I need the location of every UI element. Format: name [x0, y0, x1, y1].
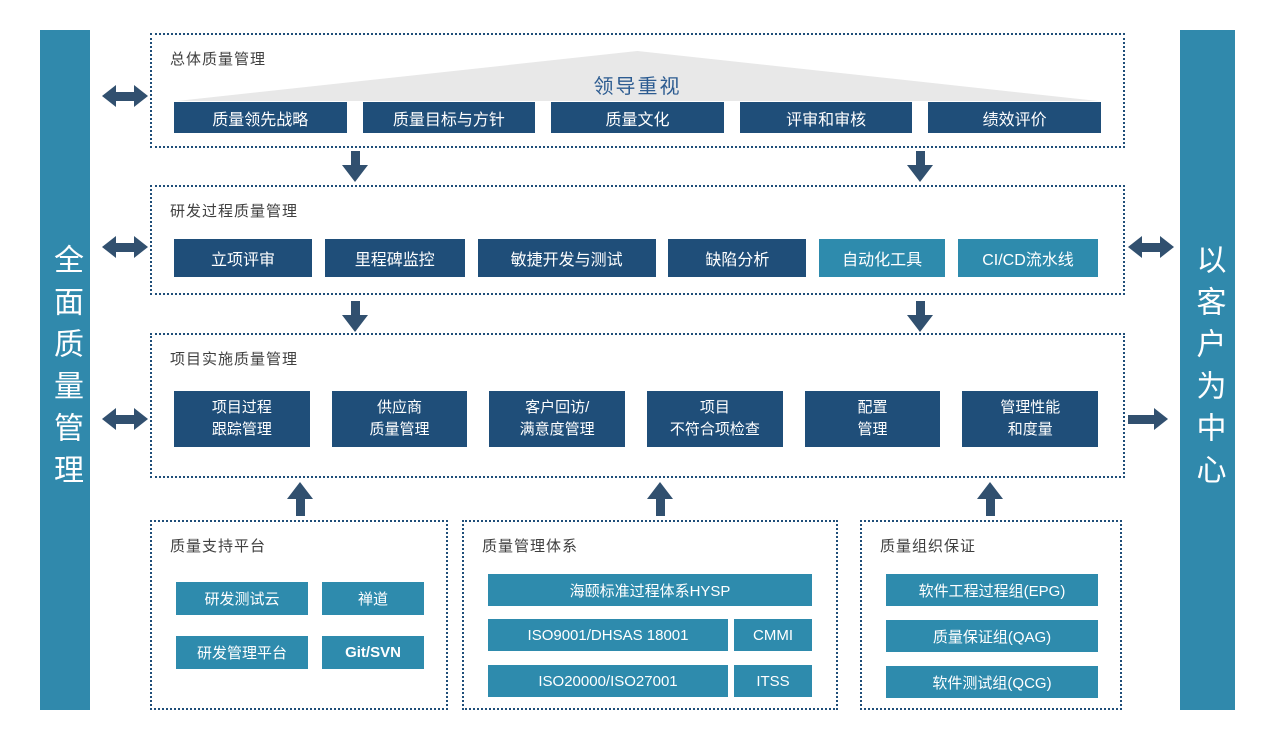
chip-quality-goals-policy: 质量目标与方针	[362, 102, 536, 133]
chip-cmmi: CMMI	[734, 619, 812, 651]
rd-buttons-row: 立项评审 里程碑监控 敏捷开发与测试 缺陷分析 自动化工具 CI/CD流水线	[174, 239, 1098, 277]
left-bar-label: 全面质量管理	[49, 244, 82, 496]
chip-quality-culture: 质量文化	[551, 102, 724, 133]
system-row-3: ISO20000/ISO27001 ITSS	[488, 665, 812, 697]
chip-review-audit: 评审和审核	[739, 102, 913, 133]
chip-configuration-management: 配置 管理	[804, 391, 941, 447]
chip-customer-visit-satisfaction: 客户回访/ 满意度管理	[489, 391, 626, 447]
arrow-right-icon	[1128, 408, 1168, 430]
chip-milestone-monitoring: 里程碑监控	[324, 239, 465, 277]
chip-iso20000-iso27001: ISO20000/ISO27001	[488, 665, 728, 697]
box-quality-support-platform: 质量支持平台 研发测试云 禅道 研发管理平台 Git/SVN	[150, 520, 448, 710]
chip-git-svn: Git/SVN	[322, 636, 424, 669]
arrow-up-icon	[287, 482, 313, 516]
arrow-left-right-icon	[102, 236, 148, 258]
chip-hysp-standard-process: 海颐标准过程体系HYSP	[488, 574, 812, 606]
chip-epg-group: 软件工程过程组(EPG)	[886, 574, 1098, 606]
box-quality-org-assurance: 质量组织保证 软件工程过程组(EPG) 质量保证组(QAG) 软件测试组(QCG…	[860, 520, 1122, 710]
chip-rd-management-platform: 研发管理平台	[176, 636, 308, 669]
arrow-down-icon	[907, 151, 933, 182]
arrow-left-right-icon	[102, 85, 148, 107]
right-bar-customer-centric: 以客户为中心	[1180, 30, 1235, 710]
section-overall-quality: 总体质量管理 领导重视 质量领先战略 质量目标与方针 质量文化 评审和审核 绩效…	[150, 33, 1125, 148]
right-bar-label: 以客户为中心	[1191, 244, 1225, 496]
chip-itss: ITSS	[734, 665, 812, 697]
overall-buttons-row: 质量领先战略 质量目标与方针 质量文化 评审和审核 绩效评价	[174, 102, 1101, 133]
arrow-down-icon	[907, 301, 933, 332]
chip-qag-group: 质量保证组(QAG)	[886, 620, 1098, 652]
chip-project-approval-review: 立项评审	[174, 239, 312, 277]
chip-quality-leading-strategy: 质量领先战略	[174, 102, 347, 133]
chip-performance-measurement: 管理性能 和度量	[962, 391, 1099, 447]
section-project-impl-quality: 项目实施质量管理 项目过程 跟踪管理 供应商 质量管理 客户回访/ 满意度管理 …	[150, 333, 1125, 478]
chip-nonconformance-check: 项目 不符合项检查	[647, 391, 783, 447]
section-title: 质量支持平台	[170, 538, 267, 555]
section-title: 项目实施质量管理	[170, 351, 299, 368]
chip-rd-test-cloud: 研发测试云	[176, 582, 308, 615]
arrow-down-icon	[342, 151, 368, 182]
arrow-left-right-icon	[102, 408, 148, 430]
chip-agile-dev-testing: 敏捷开发与测试	[477, 239, 656, 277]
system-row-2: ISO9001/DHSAS 18001 CMMI	[488, 619, 812, 651]
arrow-down-icon	[342, 301, 368, 332]
arrow-up-icon	[647, 482, 673, 516]
impl-buttons-row: 项目过程 跟踪管理 供应商 质量管理 客户回访/ 满意度管理 项目 不符合项检查…	[174, 391, 1099, 447]
section-title: 研发过程质量管理	[170, 203, 299, 220]
chip-supplier-quality: 供应商 质量管理	[331, 391, 468, 447]
leadership-triangle: 领导重视	[177, 51, 1098, 101]
section-title: 质量管理体系	[482, 538, 579, 555]
chip-performance-evaluation: 绩效评价	[928, 102, 1101, 133]
chip-qcg-group: 软件测试组(QCG)	[886, 666, 1098, 698]
leadership-banner-label: 领导重视	[593, 76, 682, 98]
section-title: 质量组织保证	[880, 538, 977, 555]
chip-zentao: 禅道	[322, 582, 424, 615]
left-bar-total-quality: 全面质量管理	[40, 30, 90, 710]
chip-automation-tools: 自动化工具	[819, 239, 946, 277]
chip-defect-analysis: 缺陷分析	[668, 239, 807, 277]
section-title: 总体质量管理	[170, 51, 267, 68]
box-quality-management-system: 质量管理体系 海颐标准过程体系HYSP ISO9001/DHSAS 18001 …	[462, 520, 838, 710]
chip-project-process-tracking: 项目过程 跟踪管理	[174, 391, 310, 447]
chip-iso9001-dhsas18001: ISO9001/DHSAS 18001	[488, 619, 728, 651]
arrow-up-icon	[977, 482, 1003, 516]
chip-cicd-pipeline: CI/CD流水线	[957, 239, 1098, 277]
arrow-left-right-icon	[1128, 236, 1174, 258]
support-buttons-grid: 研发测试云 禅道 研发管理平台 Git/SVN	[176, 582, 424, 669]
section-rd-process-quality: 研发过程质量管理 立项评审 里程碑监控 敏捷开发与测试 缺陷分析 自动化工具 C…	[150, 185, 1125, 295]
